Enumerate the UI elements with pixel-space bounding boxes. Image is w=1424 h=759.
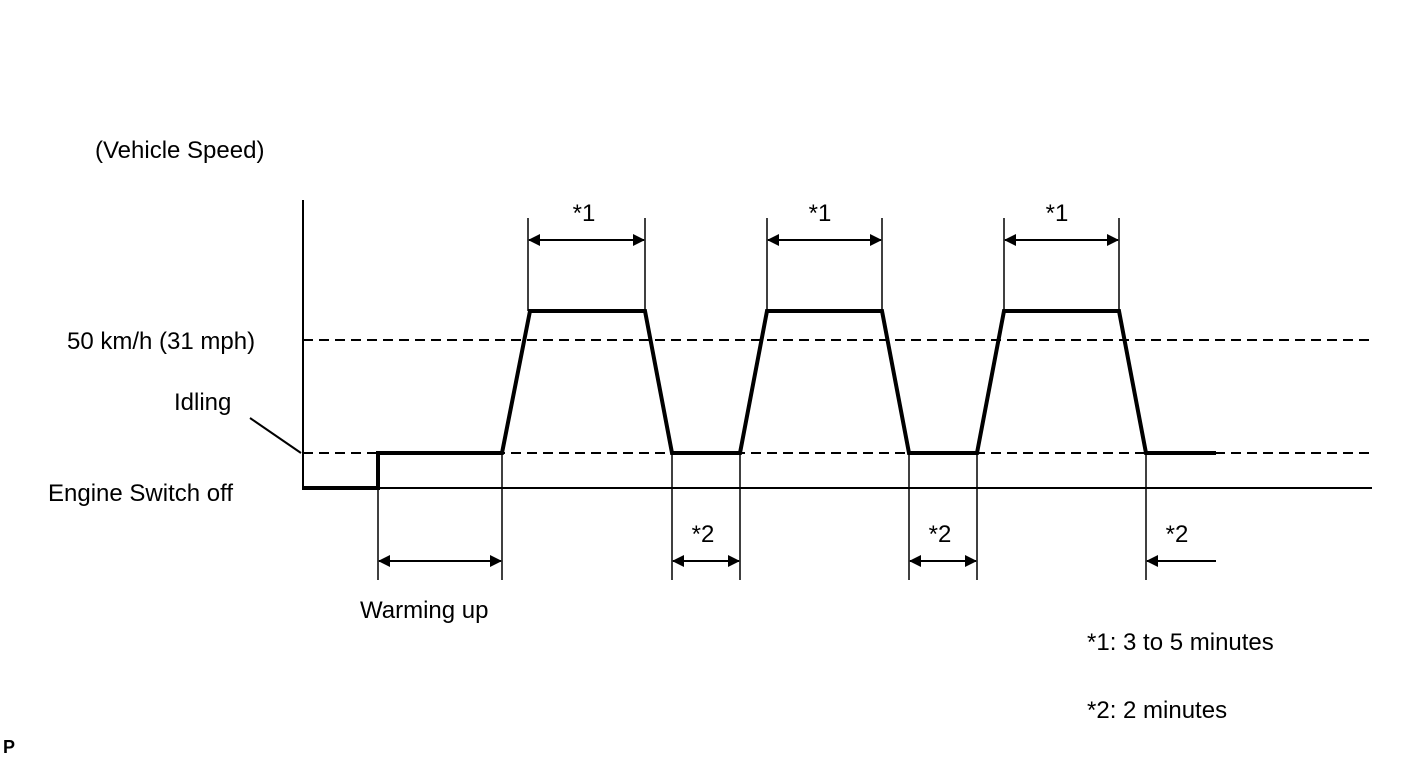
- speed-level-label: 50 km/h (31 mph): [67, 328, 256, 355]
- axis-label: (Vehicle Speed): [95, 137, 265, 164]
- marker-label-2: *2: [929, 521, 952, 548]
- marker-label-1: *1: [809, 200, 832, 227]
- idling-label: Idling: [174, 389, 232, 416]
- marker-label-1: *1: [573, 200, 596, 227]
- marker-label-2: *2: [692, 521, 715, 548]
- idling-pointer: [249, 417, 302, 454]
- legend-note-2: *2: 2 minutes: [1087, 697, 1228, 724]
- engine-off-label: Engine Switch off: [48, 480, 234, 507]
- warming-up-label: Warming up: [360, 597, 489, 624]
- marker-label-2: *2: [1166, 521, 1189, 548]
- corner-mark: P: [3, 737, 16, 757]
- legend-note-1: *1: 3 to 5 minutes: [1087, 629, 1274, 656]
- marker-label-1: *1: [1046, 200, 1069, 227]
- speed-profile: [303, 309, 1216, 490]
